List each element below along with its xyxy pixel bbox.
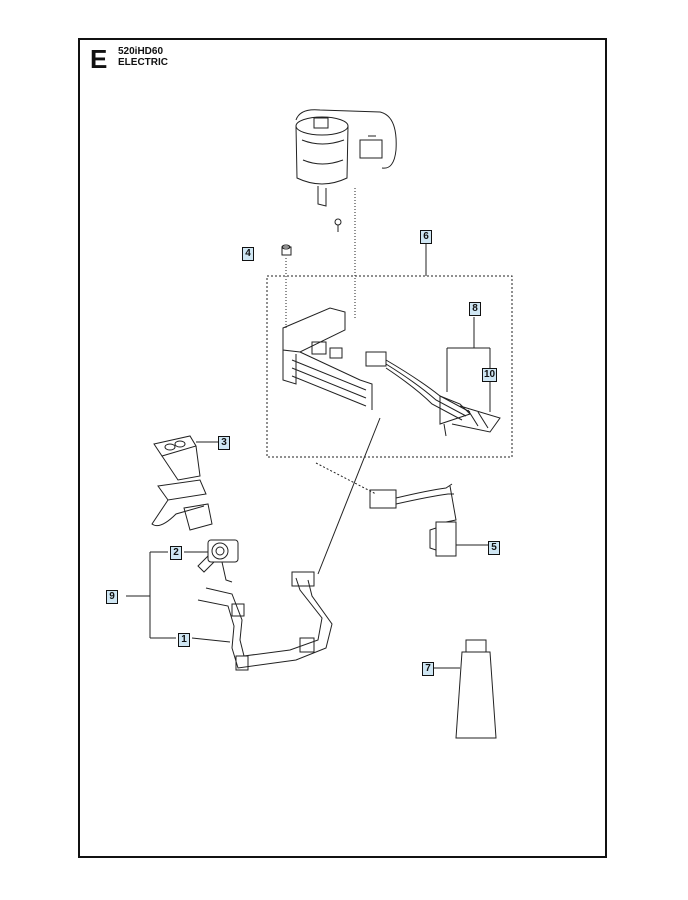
model-name: 520iHD60: [118, 46, 164, 57]
callout-1[interactable]: 1: [178, 633, 190, 647]
drawing-frame: [78, 38, 607, 858]
callout-7[interactable]: 7: [422, 662, 434, 676]
kit-box: [266, 275, 513, 458]
callout-4[interactable]: 4: [242, 247, 254, 261]
nut-drawing: [281, 244, 292, 256]
bracket-drawing: [151, 435, 218, 531]
motor-drawing: [295, 109, 397, 207]
callout-9[interactable]: 9: [106, 590, 118, 604]
screw-drawing: [334, 218, 342, 232]
switch-drawing: [369, 483, 488, 557]
callout-2[interactable]: 2: [170, 546, 182, 560]
section-subtitle: ELECTRIC: [118, 57, 168, 68]
section-letter: E: [90, 44, 108, 74]
control-unit-drawing: [282, 307, 387, 410]
wire-harness-drawing: [385, 359, 501, 437]
flat-cable-drawing: [191, 571, 333, 671]
callout-6[interactable]: 6: [420, 230, 432, 244]
callout-5[interactable]: 5: [488, 541, 500, 555]
callout-8[interactable]: 8: [469, 302, 481, 316]
callout-3[interactable]: 3: [218, 436, 230, 450]
grease-tube-drawing: [432, 639, 497, 739]
sensor-drawing: [150, 539, 239, 583]
callout-10[interactable]: 10: [482, 368, 498, 382]
